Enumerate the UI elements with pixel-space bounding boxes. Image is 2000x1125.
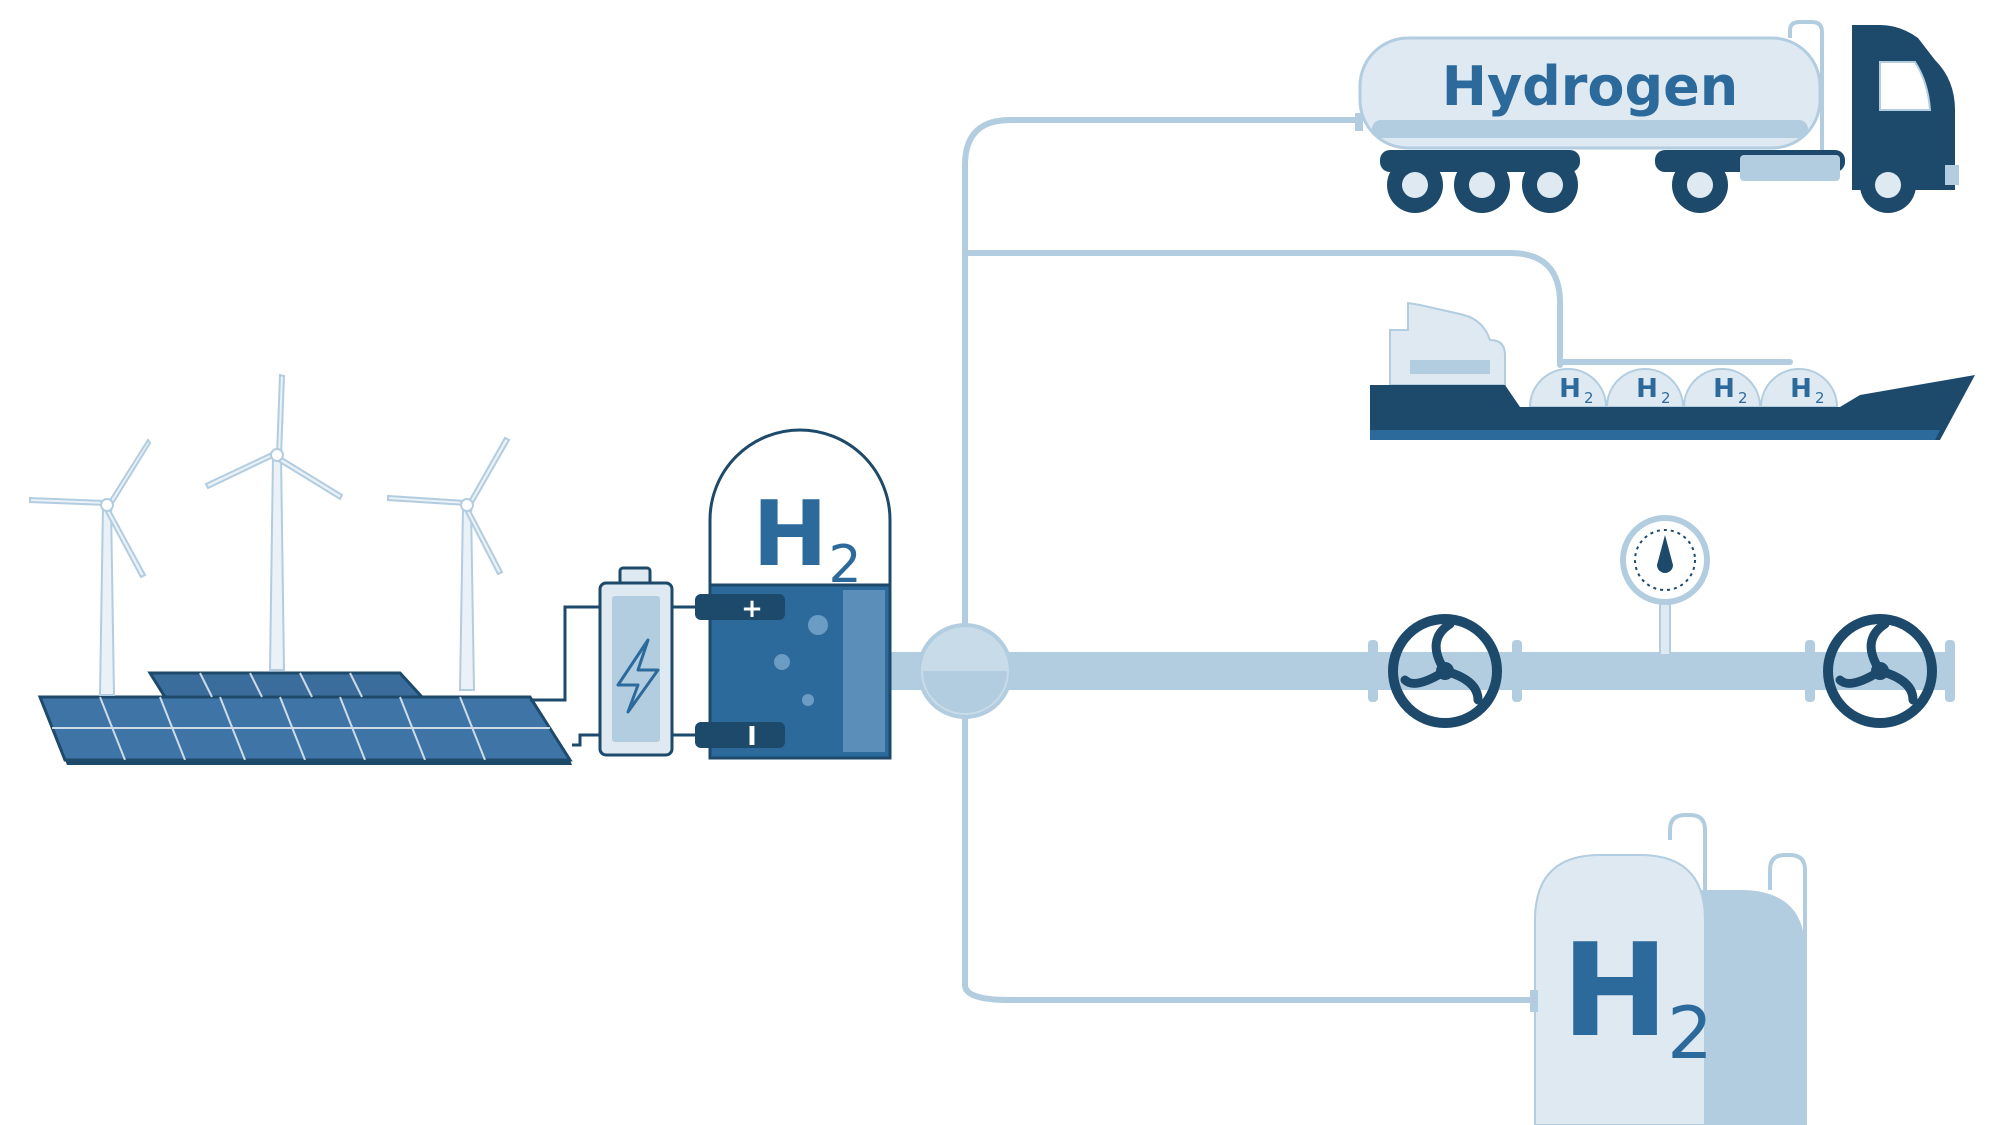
tank-rear	[1700, 890, 1805, 1125]
pressure-gauge-icon	[1620, 515, 1710, 656]
ship-tank-2-h: H	[1636, 374, 1658, 404]
ship-tanks	[1528, 368, 1839, 408]
bubble	[808, 615, 828, 635]
ship-tank-1-sub: 2	[1584, 389, 1594, 407]
tank-h-symbol: H	[1561, 917, 1668, 1066]
tank-front	[1534, 854, 1706, 1125]
ship-tank-4-h: H	[1790, 374, 1812, 404]
truck-window	[1879, 61, 1932, 111]
pipe-to-ship	[962, 250, 1563, 368]
wind-turbines	[29, 373, 511, 696]
main-pipe	[890, 623, 1950, 719]
ship-tank-2-sub: 2	[1661, 389, 1671, 407]
wind-turbine-1	[29, 438, 152, 696]
truck-wheels	[1387, 157, 1916, 213]
battery	[598, 566, 674, 757]
ship-tank-1-h: H	[1559, 374, 1581, 404]
electrolyzer-dome	[708, 428, 892, 587]
bubble	[802, 694, 814, 706]
ship-tank-3-h: H	[1713, 374, 1735, 404]
wind-turbine-3	[387, 436, 511, 691]
positive-terminal	[695, 594, 785, 620]
ship-hull	[1370, 375, 1975, 440]
wiring	[530, 605, 695, 747]
valve-left	[1368, 614, 1522, 728]
ship-tank-4-sub: 2	[1815, 389, 1825, 407]
valve-right	[1805, 614, 1955, 728]
solar-panel-back	[147, 671, 426, 699]
hydrogen-ship: H 2 H 2 H 2 H 2	[1370, 301, 1975, 440]
bubble	[774, 654, 790, 670]
positive-terminal-label: +	[741, 594, 763, 624]
pipe-network	[962, 117, 1793, 1003]
truck-label: Hydrogen	[1442, 55, 1739, 118]
electrolyzer-h-subscript: 2	[828, 535, 861, 595]
electrolyzer-h-symbol: H	[752, 482, 827, 587]
solar-panels	[37, 671, 573, 765]
hydrogen-truck: Hydrogen	[1355, 20, 1959, 213]
negative-terminal-label: I	[747, 722, 757, 752]
pipe-to-truck	[962, 117, 1533, 1003]
negative-terminal	[695, 722, 785, 748]
wind-turbine-2	[204, 373, 344, 671]
ship-tank-3-sub: 2	[1738, 389, 1748, 407]
ship-tank-labels: H 2 H 2 H 2 H 2	[1559, 374, 1824, 407]
hydrogen-storage-tank: H 2	[1530, 813, 1807, 1125]
electrolyzer: + I H 2	[695, 428, 892, 760]
tank-h-subscript: 2	[1667, 991, 1713, 1075]
lightning-bolt-icon	[616, 638, 660, 714]
